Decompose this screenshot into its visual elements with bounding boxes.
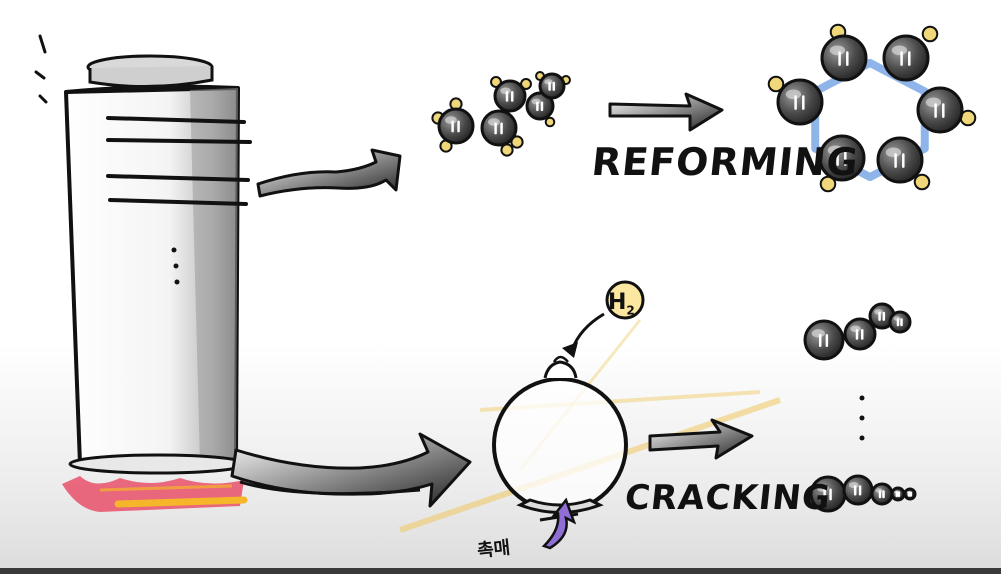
aromatic-ring-molecule: [767, 23, 977, 193]
cracked-small-molecule-top: [803, 302, 912, 361]
carbon-atom: [480, 109, 518, 147]
atom-shine: [785, 89, 802, 100]
atom-shine: [531, 98, 541, 105]
atom-shine: [500, 87, 511, 95]
atom-shine: [925, 97, 942, 108]
carbon-atom: [437, 107, 475, 145]
hydrogen-label: H2: [608, 290, 635, 318]
atom-shine: [444, 116, 457, 124]
hydrogen-atom: [767, 75, 785, 93]
cracking-label: CRACKING: [622, 478, 833, 518]
atom-shine: [829, 45, 846, 56]
hydrogen-atom: [500, 143, 514, 157]
hydrogen-atom: [544, 116, 556, 128]
cracked-small-molecule-bottom: [809, 474, 917, 513]
carbon-atom: [493, 79, 527, 113]
carbon-atom: [876, 136, 924, 184]
arrow-to-cracking-feed: [230, 432, 472, 508]
atom-shine: [850, 325, 861, 333]
arrow-to-reforming-feed: [256, 148, 402, 198]
hydrogen-atom: [921, 25, 939, 43]
carbon-atom: [538, 72, 566, 100]
carbon-atom: [882, 34, 930, 82]
distillation-tower: [34, 34, 252, 512]
atom-shine: [885, 147, 902, 158]
catalyst-label: 촉매: [476, 537, 512, 562]
atom-shine: [891, 45, 908, 56]
atom-shine: [487, 118, 500, 126]
carbon-atom: [843, 317, 877, 351]
cracking-arrow: [648, 418, 754, 460]
carbon-atom: [870, 482, 894, 506]
hydrogen-atom: [913, 173, 931, 191]
carbon-atom: [803, 319, 845, 361]
reforming-arrow: [608, 92, 724, 132]
reforming-label: REFORMING: [589, 140, 861, 184]
linear-hydrocarbon-molecule: [431, 71, 571, 157]
atom-shine: [827, 145, 844, 156]
carbon-atom: [916, 86, 964, 134]
carbon-atom: [820, 34, 868, 82]
carbon-atom: [776, 78, 824, 126]
carbon-atom: [842, 474, 874, 506]
ellipsis-dots: [859, 395, 865, 441]
hydrogen-feed: [562, 280, 645, 358]
atom-shine: [811, 329, 825, 338]
carbon-atom: [888, 310, 912, 334]
atom-shine: [848, 482, 859, 489]
catalyst-arrow-icon: [541, 497, 577, 550]
flame-icon: [62, 476, 244, 512]
bottom-bar: [0, 568, 1001, 574]
hydrogen-atom: [510, 135, 524, 149]
atom-shine: [816, 484, 829, 492]
